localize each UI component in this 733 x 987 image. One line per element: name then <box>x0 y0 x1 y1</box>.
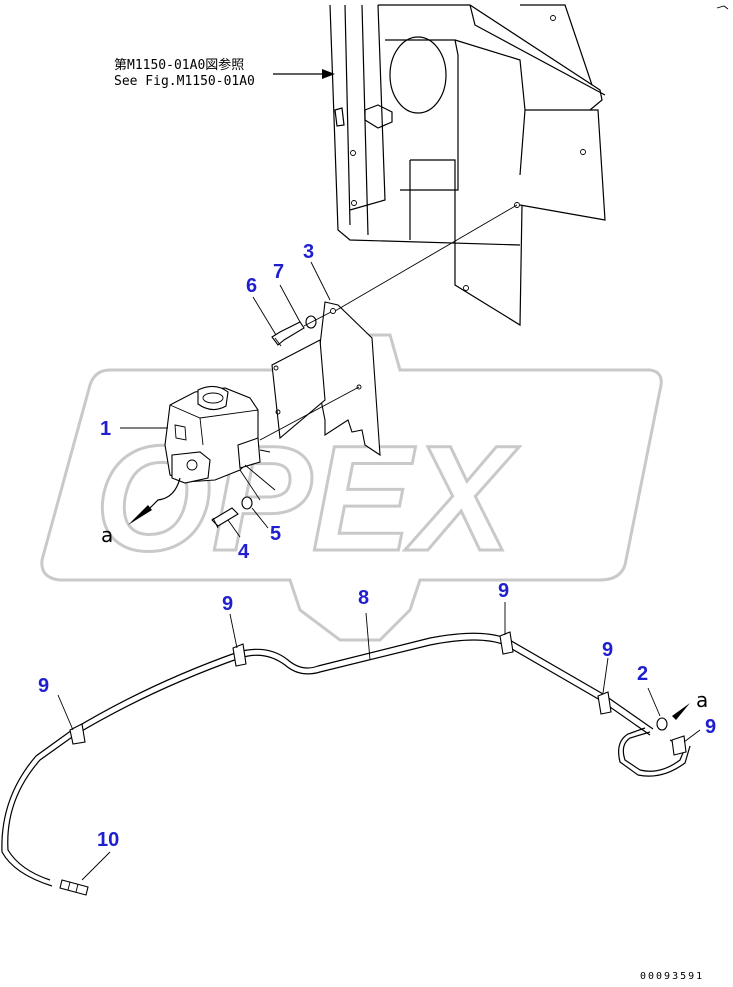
tank-harness <box>149 477 181 509</box>
callout-4: 4 <box>238 541 250 563</box>
washer-tank <box>128 385 276 525</box>
harness-arrow <box>128 505 152 525</box>
hose-loop <box>622 731 686 772</box>
reference-note: 第M1150-01A0図参照 See Fig.M1150-01A0 <box>114 57 335 89</box>
tank-mount <box>237 437 261 469</box>
callout-8: 8 <box>358 587 369 609</box>
washer-lower <box>241 496 253 510</box>
callout-1: 1 <box>100 418 111 440</box>
callout-5: 5 <box>270 523 281 545</box>
connector-label-right: a <box>696 688 708 712</box>
callout-10: 10 <box>97 829 119 851</box>
callout-3: 3 <box>303 241 314 263</box>
corner-mark <box>716 5 729 10</box>
tank-cap <box>197 385 229 411</box>
bolt-upper <box>271 321 305 346</box>
callout-9-left: 9 <box>38 675 49 697</box>
callout-9-right: 9 <box>602 639 613 661</box>
clip-9-end <box>671 735 687 756</box>
washer-hose <box>1 631 691 896</box>
callout-9-end: 9 <box>705 716 716 738</box>
leader-lines <box>57 261 701 881</box>
tank-pump <box>171 451 211 484</box>
hose-line-b <box>1 632 654 887</box>
connector-label-left: a <box>101 523 113 547</box>
bracket <box>259 204 518 457</box>
clip-9-center-left <box>232 643 247 667</box>
callout-7: 7 <box>273 261 284 283</box>
clip-9-left <box>69 723 86 745</box>
callout-2: 2 <box>637 663 648 685</box>
hose-arrow <box>672 703 690 720</box>
bolt-and-washer-lower <box>211 496 253 529</box>
watermark-gear <box>40 333 663 642</box>
callout-9-center-right: 9 <box>498 580 509 602</box>
bolt-and-washer-upper <box>271 311 332 347</box>
figure-id: 00093591 <box>640 971 704 982</box>
reference-jp: 第M1150-01A0図参照 <box>114 57 244 73</box>
reference-en: See Fig.M1150-01A0 <box>114 74 255 89</box>
callouts: 1 2 3 4 5 6 7 8 9 9 9 9 9 10 <box>38 241 716 851</box>
reference-arrowhead <box>322 69 335 79</box>
callout-6: 6 <box>246 275 257 297</box>
clip-9-center-right <box>499 631 514 655</box>
watermark-text: OPEX <box>95 414 520 582</box>
connector-fitting <box>59 879 89 896</box>
hose-line-a <box>7 639 651 881</box>
grommet <box>656 717 668 731</box>
callout-9-center-left: 9 <box>222 593 233 615</box>
cab-frame <box>329 4 606 327</box>
clip-9-right <box>597 691 612 715</box>
